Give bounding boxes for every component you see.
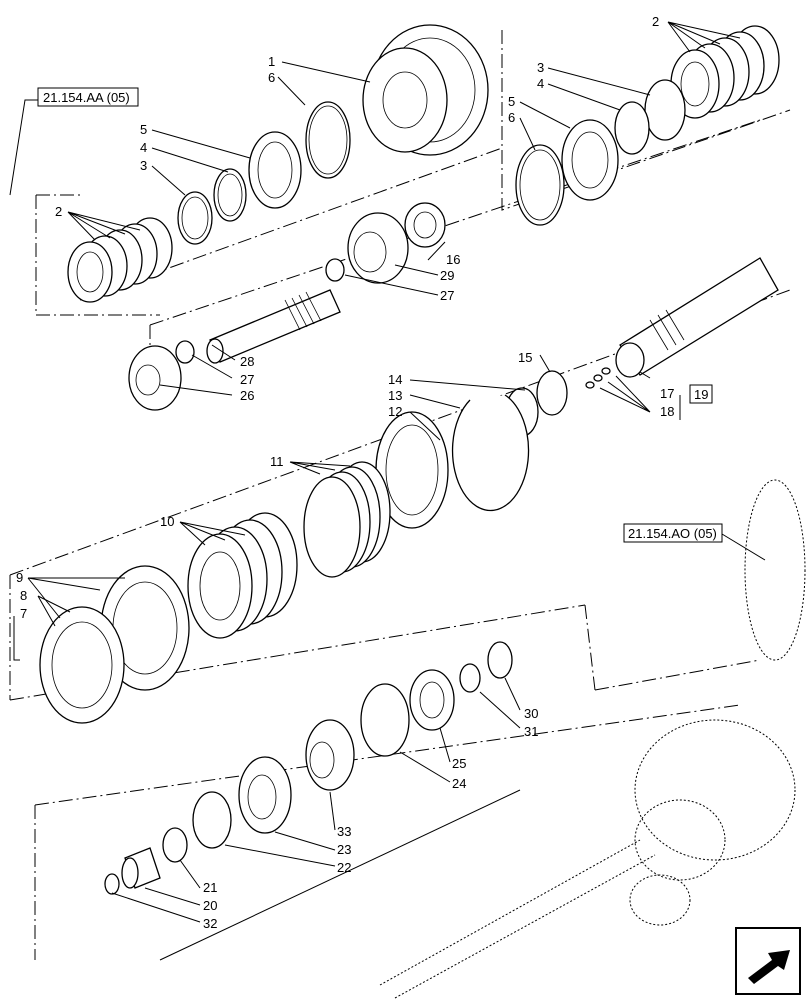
part-18-keys	[585, 367, 611, 389]
label-2a: 2	[55, 204, 62, 219]
label-3a: 3	[140, 158, 147, 173]
part-13-snap-ring	[451, 394, 530, 512]
part-2-springs-right	[670, 25, 780, 119]
part-31-bushing	[459, 663, 481, 693]
label-25: 25	[452, 756, 466, 771]
label-21: 21	[203, 880, 217, 895]
part-15-ring	[536, 370, 568, 416]
label-5a: 5	[140, 122, 147, 137]
label-28: 28	[240, 354, 254, 369]
part-1-housing	[362, 24, 489, 156]
label-2b: 2	[652, 14, 659, 29]
label-32: 32	[203, 916, 217, 931]
label-7: 7	[20, 606, 27, 621]
label-24: 24	[452, 776, 466, 791]
part-30-clip	[487, 641, 513, 679]
part-17-output-shaft	[615, 257, 779, 378]
part-22-ring	[192, 791, 232, 849]
part-2-springs-left	[67, 217, 173, 303]
part-27-clip-lower	[175, 340, 195, 364]
part-33-gear	[305, 719, 355, 791]
ref-box-top-left[interactable]: 21.154.AA (05)	[37, 87, 139, 107]
label-27b: 27	[240, 372, 254, 387]
leader-lines	[13, 21, 766, 923]
part-29-gear	[347, 212, 409, 284]
label-15: 15	[518, 350, 532, 365]
label-1: 1	[268, 54, 275, 69]
label-8: 8	[20, 588, 27, 603]
label-14: 14	[388, 372, 402, 387]
right-rings	[515, 79, 686, 226]
label-17: 17	[660, 386, 674, 401]
label-3b: 3	[537, 60, 544, 75]
label-16: 16	[446, 252, 460, 267]
label-31: 31	[524, 724, 538, 739]
part-32-clip	[104, 873, 120, 895]
part-16-bearing	[404, 202, 446, 248]
label-18: 18	[660, 404, 674, 419]
part-27-clip-upper	[325, 258, 345, 282]
ref-box-19[interactable]: 19	[689, 384, 713, 404]
part-26-gear	[128, 345, 182, 411]
part-3-ring	[177, 191, 213, 245]
label-10: 10	[160, 514, 174, 529]
ref-text-right: 21.154.AO (05)	[628, 526, 717, 541]
label-30: 30	[524, 706, 538, 721]
part-8-disc	[39, 606, 125, 724]
part-23-gear	[238, 756, 292, 834]
arrow-nav-icon[interactable]	[735, 927, 801, 995]
part-11-steel-plates	[303, 461, 391, 578]
label-27a: 27	[440, 288, 454, 303]
part-24-ring	[360, 683, 410, 757]
label-22: 22	[337, 860, 351, 875]
label-13: 13	[388, 388, 402, 403]
part-4-ring	[213, 168, 247, 222]
part-25-bearing	[409, 669, 455, 731]
label-4b: 4	[537, 76, 544, 91]
label-5b: 5	[508, 94, 515, 109]
label-26: 26	[240, 388, 254, 403]
label-20: 20	[203, 898, 217, 913]
part-6-ring	[305, 101, 351, 179]
label-23: 23	[337, 842, 351, 857]
part-20-sleeve	[121, 847, 161, 889]
label-33: 33	[337, 824, 351, 839]
part-labels: 1 6 5 4 3 2 2 3 4 5 6 16 29 27 28 27 26 …	[16, 14, 674, 931]
label-6b: 6	[508, 110, 515, 125]
part-5-seal	[248, 131, 302, 209]
transmission-assembly	[379, 479, 806, 999]
label-12: 12	[388, 404, 402, 419]
part-10-friction-discs	[187, 512, 298, 639]
ref-box-right[interactable]: 21.154.AO (05)	[623, 523, 723, 543]
part-21-nut	[162, 827, 188, 863]
label-11: 11	[270, 454, 284, 469]
label-4a: 4	[140, 140, 147, 155]
ref-text-top-left: 21.154.AA (05)	[43, 90, 130, 105]
part-28-shaft	[206, 289, 341, 364]
label-9: 9	[16, 570, 23, 585]
ref-text-19: 19	[694, 387, 708, 402]
label-6a: 6	[268, 70, 275, 85]
label-29: 29	[440, 268, 454, 283]
